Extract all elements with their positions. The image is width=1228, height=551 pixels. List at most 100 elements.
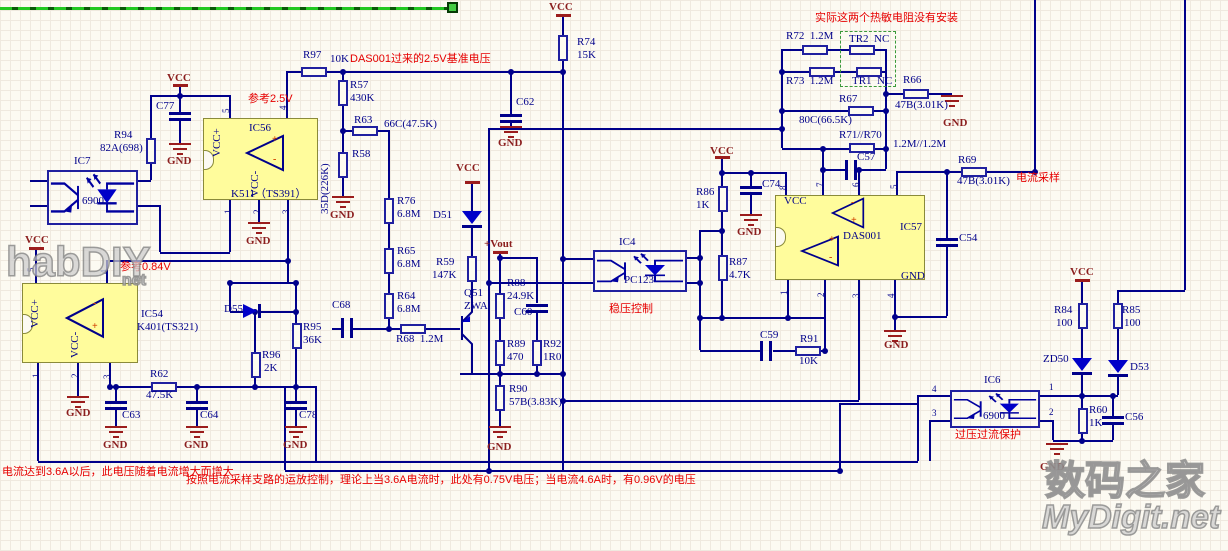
- vcc-bar: [715, 156, 730, 159]
- vcc-bar: [465, 181, 480, 184]
- label-C78: C78: [299, 409, 318, 421]
- label-36K: 36K: [303, 334, 322, 346]
- wire: [138, 205, 160, 207]
- label-82A698: 82A(698): [100, 142, 143, 154]
- vcc-bar: [173, 84, 188, 87]
- label-GND: GND: [246, 235, 271, 247]
- gnd-symbol: [169, 143, 191, 156]
- resistor-R64: [384, 293, 394, 319]
- label-3: 3: [851, 293, 861, 299]
- wire: [895, 316, 947, 318]
- junction-dot: [779, 108, 785, 114]
- label-VCC-: VCC-: [249, 170, 261, 197]
- label-R84: R84: [1054, 304, 1073, 316]
- wire: [110, 386, 316, 388]
- label-+: +: [829, 234, 835, 245]
- wire: [499, 366, 501, 373]
- capacitor-C56: [1102, 416, 1124, 425]
- label-4: 4: [886, 293, 896, 299]
- label-2K: 2K: [264, 362, 278, 374]
- wire: [30, 180, 47, 182]
- wire: [424, 328, 460, 330]
- label-68M: 6.8M: [397, 303, 421, 315]
- wire: [342, 106, 344, 130]
- gnd-symbol: [740, 214, 762, 227]
- label--: -: [851, 197, 855, 208]
- gnd-symbol: [884, 330, 906, 343]
- wire: [917, 395, 919, 461]
- label-VCC+: VCC+: [29, 299, 41, 328]
- wire: [1081, 375, 1083, 395]
- label-6: 6: [851, 182, 861, 188]
- opamp-triangle: [244, 134, 284, 172]
- optocoupler-IC4: [593, 250, 687, 292]
- wire: [295, 282, 297, 323]
- resistor-R86: [718, 186, 728, 212]
- junction-dot: [486, 468, 492, 474]
- wire: [159, 205, 161, 252]
- label-ZWA: ZWA: [464, 300, 488, 312]
- label-PC123: PC123: [624, 274, 654, 286]
- label-2: 2: [252, 209, 262, 215]
- junction-dot: [779, 126, 785, 132]
- resistor-R68: [400, 324, 426, 334]
- wire: [229, 200, 231, 252]
- wire: [873, 49, 886, 51]
- junction-dot: [856, 167, 862, 173]
- ic-body-IC54: [22, 283, 138, 363]
- label-100: 100: [1056, 317, 1073, 329]
- label-C68: C68: [332, 299, 351, 311]
- label-R88: R88: [507, 277, 526, 289]
- junction-dot: [340, 69, 346, 75]
- resistor-R92: [532, 340, 542, 366]
- wire: [722, 172, 786, 174]
- label-GND: GND: [498, 137, 523, 149]
- resistor-R74: [558, 35, 568, 61]
- resistor-R67: [848, 106, 874, 116]
- label-R57: R57: [350, 79, 369, 91]
- label-47B301K: 47B(3.01K): [957, 175, 1010, 187]
- label-5: 5: [889, 184, 899, 190]
- junction-dot: [883, 91, 889, 97]
- selection-handle[interactable]: [447, 2, 458, 13]
- label-R76: R76: [397, 195, 416, 207]
- resistor-R97: [301, 67, 327, 77]
- wire: [1040, 420, 1053, 422]
- label-57B383K: 57B(3.83K): [509, 396, 562, 408]
- wire: [1117, 290, 1119, 303]
- diode-bar-ZD50: [1072, 372, 1092, 375]
- label-3: 3: [281, 209, 291, 215]
- wire: [110, 260, 288, 262]
- label-47K: 4.7K: [729, 269, 751, 281]
- wire: [315, 386, 317, 461]
- resistor-R62: [151, 382, 177, 392]
- wire: [1081, 329, 1083, 358]
- wire: [897, 171, 961, 173]
- label-R7312M: R73 1.2M: [786, 75, 834, 87]
- gnd-symbol: [248, 222, 270, 235]
- junction-dot: [560, 398, 566, 404]
- transistor-Q51: [458, 308, 478, 356]
- junction-dot: [194, 384, 200, 390]
- label-3: 3: [932, 408, 937, 418]
- wire: [342, 71, 344, 80]
- label-VCC: VCC: [710, 145, 734, 157]
- wire: [1184, 0, 1186, 290]
- wire: [750, 172, 752, 186]
- wire: [510, 122, 512, 127]
- opamp-triangle: [830, 197, 865, 229]
- optocoupler-internals: [597, 253, 683, 283]
- resistor-TR1: [856, 67, 882, 77]
- junction-dot: [719, 170, 725, 176]
- junction-dot: [837, 468, 843, 474]
- wire: [109, 363, 111, 386]
- label-3: 3: [102, 374, 112, 380]
- wire: [880, 71, 886, 73]
- selection-polyline: [0, 7, 452, 10]
- label-1K: 1K: [1089, 417, 1103, 429]
- wire: [115, 410, 117, 426]
- label-VCC+: VCC+: [211, 128, 223, 157]
- junction-dot: [560, 256, 566, 262]
- label-084V: 参考0.84V: [120, 261, 171, 273]
